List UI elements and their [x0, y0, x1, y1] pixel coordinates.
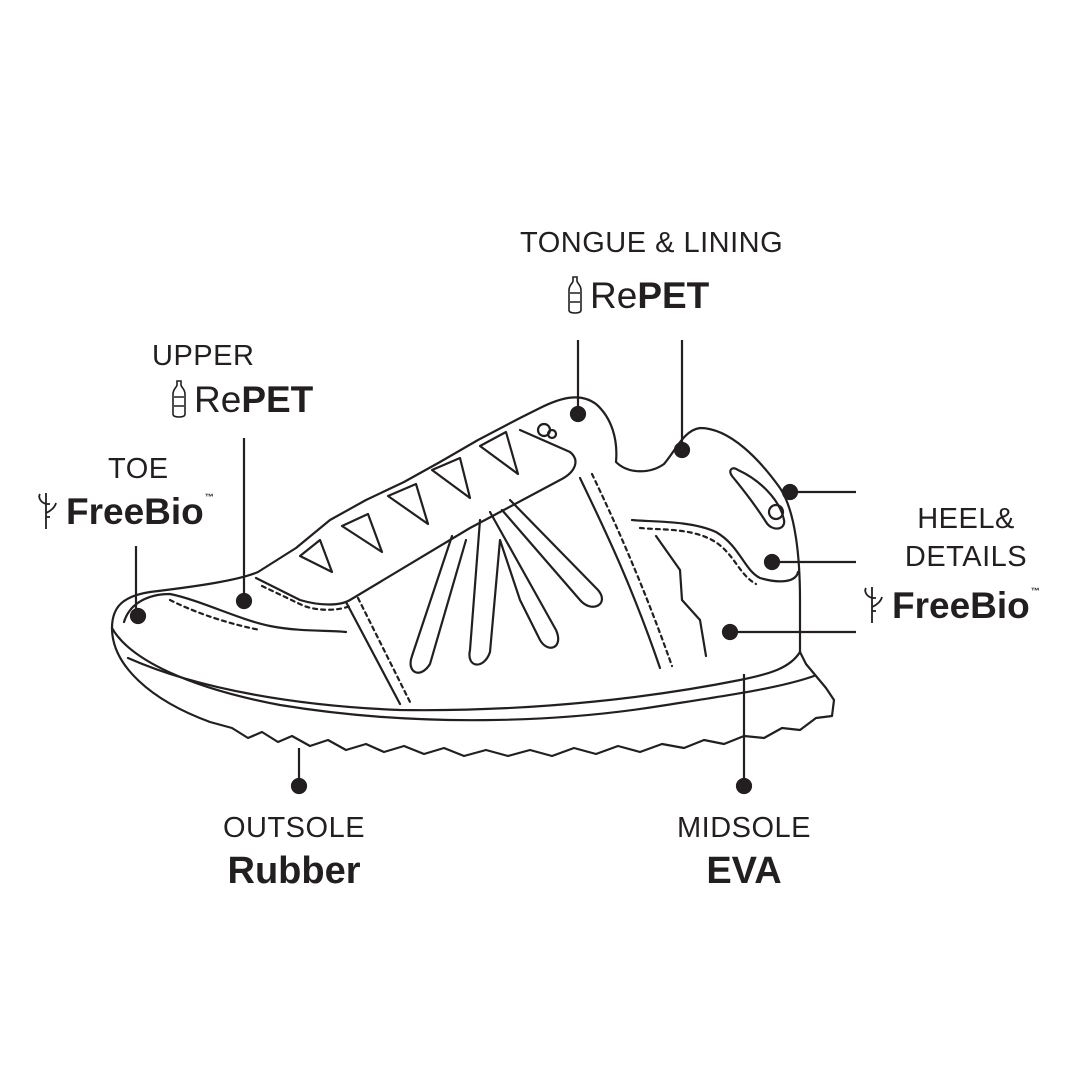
lace-3	[386, 482, 430, 526]
bottle-icon	[568, 276, 582, 314]
outsole-outline	[110, 626, 836, 758]
upper-material-main: PET	[241, 378, 314, 420]
tongue-part-label: TONGUE & LINING	[520, 227, 784, 259]
lace-2	[340, 512, 384, 554]
toe-part-label: TOE	[108, 453, 169, 485]
stripe-3	[500, 498, 604, 608]
upper-material-prefix: Re	[194, 378, 242, 420]
tongue-material-main: PET	[637, 274, 710, 316]
tongue-material-prefix: Re	[590, 274, 638, 316]
heel-part-label-line1: HEEL&	[917, 503, 1015, 535]
bamboo-icon	[38, 493, 57, 529]
lace-4	[430, 456, 472, 500]
leader-lines	[129, 340, 856, 795]
toe-material-name: FreeBio	[66, 490, 204, 532]
heel-counter	[630, 518, 800, 583]
stripe-2	[468, 510, 560, 666]
lace-5	[478, 430, 520, 476]
stripe-1	[409, 534, 468, 674]
heel-part-label-line2: DETAILS	[904, 541, 1028, 573]
toe-trademark: ™	[204, 491, 214, 502]
midsole-material: EVA	[706, 850, 782, 892]
heel-trademark: ™	[1030, 585, 1040, 596]
heel-tab	[729, 467, 786, 530]
toe-cap	[122, 592, 348, 634]
midsole-outline	[110, 626, 816, 722]
upper-outline	[110, 396, 802, 654]
bottle-icon	[172, 380, 186, 418]
eyestay-panel	[254, 428, 577, 606]
sneaker-illustration	[110, 396, 836, 758]
lace-1	[298, 538, 334, 574]
outsole-material: Rubber	[227, 850, 361, 892]
midsole-top-line	[126, 650, 802, 712]
bamboo-icon	[864, 587, 883, 623]
heel-material-name: FreeBio	[892, 584, 1030, 626]
midsole-part-label: MIDSOLE	[676, 812, 812, 844]
outsole-part-label: OUTSOLE	[222, 812, 366, 844]
upper-part-label: UPPER	[152, 340, 255, 372]
